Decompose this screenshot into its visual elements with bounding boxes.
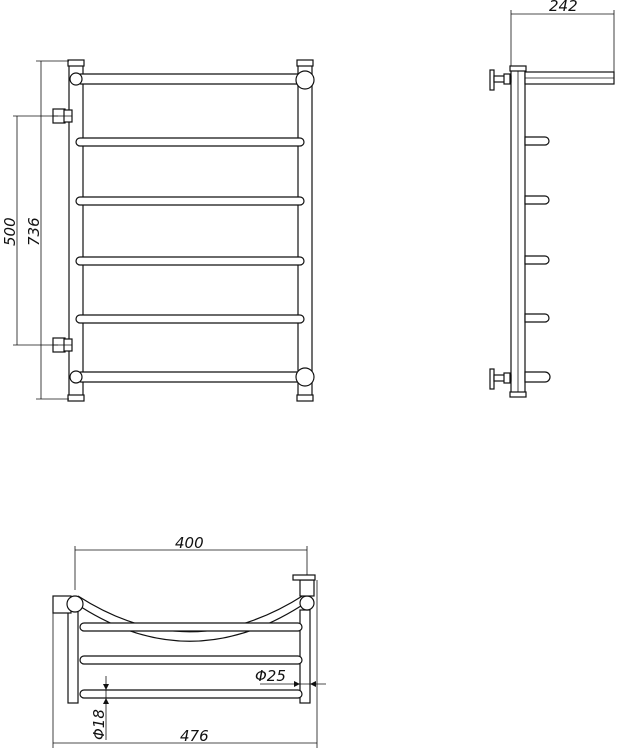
top-right-strip xyxy=(299,609,311,704)
side-view: 242 xyxy=(489,0,615,398)
rung-2 xyxy=(75,137,305,147)
left-upright-cap-top xyxy=(67,59,85,67)
top-rung-2 xyxy=(79,655,303,665)
right-upright-cap-top xyxy=(296,59,314,67)
rung-6 xyxy=(75,371,305,383)
side-bracket-top xyxy=(489,69,512,91)
curved-bar-outer xyxy=(74,601,308,642)
curved-bar-inner xyxy=(77,594,305,633)
left-upright-cap-bottom xyxy=(67,394,85,402)
rung-5 xyxy=(75,314,305,324)
top-rung-1 xyxy=(79,622,303,632)
dimension-width-axis: 400 xyxy=(74,534,308,590)
dimension-height-total: 736 xyxy=(25,60,69,400)
dimension-rung-diameter: Φ18 xyxy=(90,676,109,740)
dimension-pipe-diameter: Φ25 xyxy=(255,667,326,687)
dim-242-label: 242 xyxy=(549,0,578,15)
plug-top-left xyxy=(69,72,83,86)
dim-500-label: 500 xyxy=(1,217,19,246)
top-right-bracket xyxy=(299,579,315,597)
dim-phi18-label: Φ18 xyxy=(90,709,108,740)
dim-phi25-label: Φ25 xyxy=(255,667,286,685)
inlet-connector-top xyxy=(52,108,73,124)
rung-4 xyxy=(75,256,305,266)
plug-bottom-left xyxy=(69,370,83,384)
dim-736-label: 736 xyxy=(25,217,43,246)
side-bracket-bottom xyxy=(489,368,512,390)
rungs xyxy=(75,73,305,383)
dim-400-label: 400 xyxy=(175,534,204,552)
side-rung-stubs xyxy=(524,136,551,383)
front-view: 736 500 xyxy=(1,59,315,402)
right-upright-cap-bottom xyxy=(296,394,314,402)
dimension-depth: 242 xyxy=(510,0,615,72)
rung-3 xyxy=(75,196,305,206)
top-left-plug xyxy=(66,595,84,613)
rung-1 xyxy=(75,73,305,85)
dim-476-label: 476 xyxy=(180,727,209,745)
dimension-height-axis: 500 xyxy=(1,115,58,346)
plug-top-right xyxy=(295,70,315,90)
top-view: 400 476 Φ25 Φ18 xyxy=(52,534,326,748)
plug-bottom-right xyxy=(295,367,315,387)
dimension-width-total: 476 xyxy=(52,580,318,748)
top-rung-3 xyxy=(79,689,303,699)
top-left-strip xyxy=(67,609,79,704)
right-upright xyxy=(297,61,313,400)
top-right-plug xyxy=(299,595,315,611)
